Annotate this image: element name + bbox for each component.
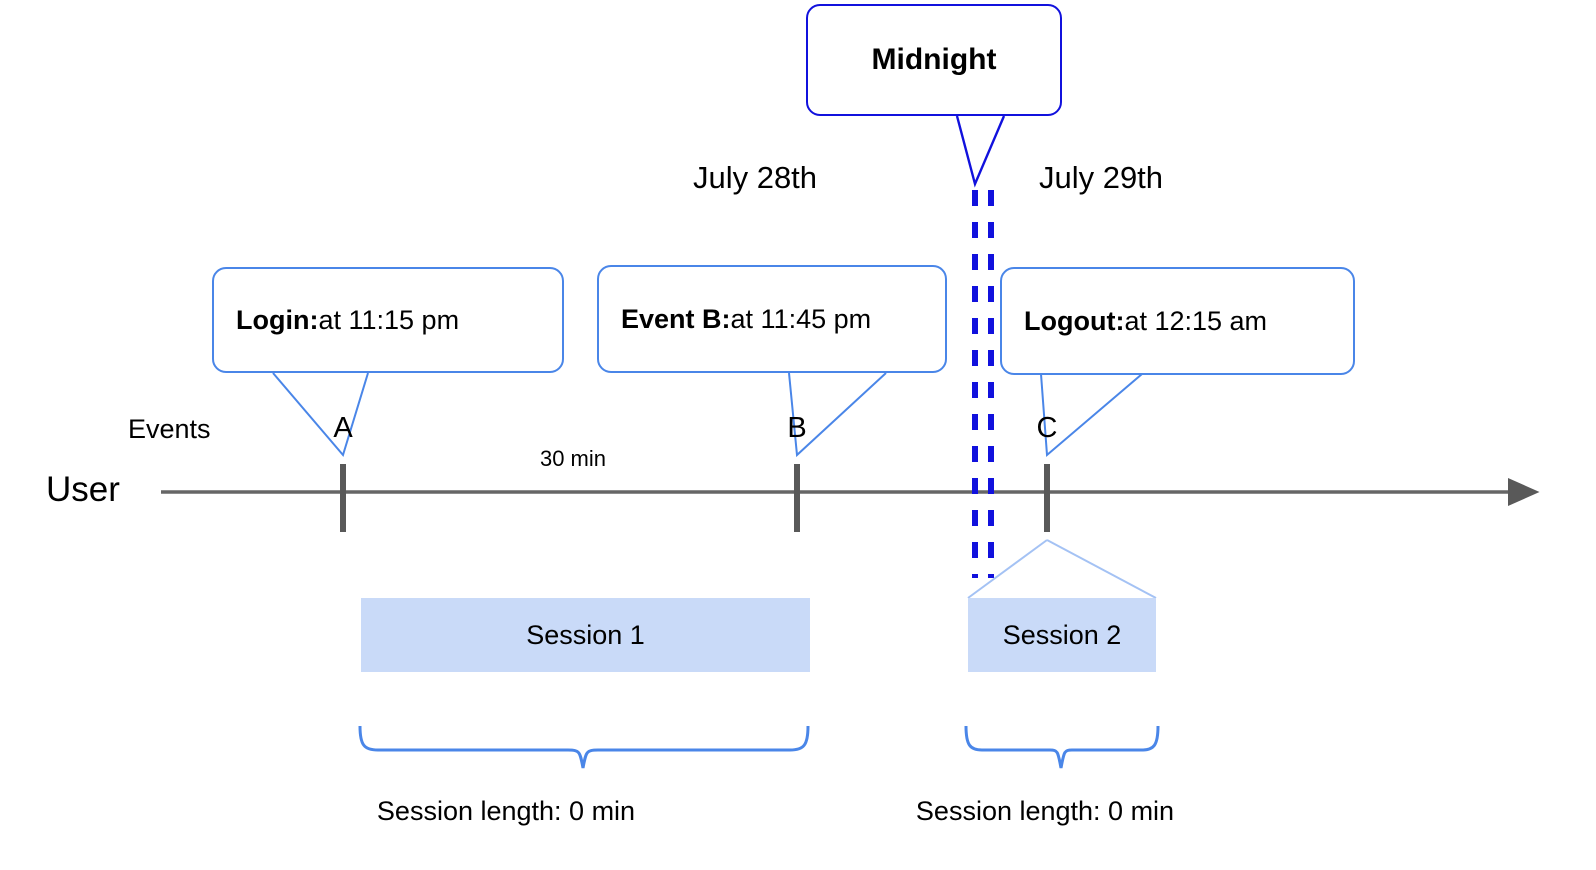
callout-login-time: at 11:15 pm	[318, 304, 460, 335]
callout-tail-logout	[1040, 373, 1143, 458]
callout-tail-eventb	[788, 372, 887, 458]
callout-login: Login: at 11:15 pm	[212, 267, 564, 373]
callout-midnight: Midnight	[806, 4, 1062, 116]
session-2-connector-left	[967, 539, 1048, 599]
callout-event-b-title: Event B:	[621, 303, 731, 334]
session-2-label: Session 2	[1002, 619, 1122, 650]
brace-session-1	[358, 725, 810, 769]
event-letter-c: C	[1036, 412, 1058, 444]
session-box-1: Session 1	[361, 598, 810, 672]
callout-tail-midnight	[955, 115, 1006, 188]
callout-event-b: Event B: at 11:45 pm	[597, 265, 947, 373]
callout-logout: Logout: at 12:15 am	[1000, 267, 1355, 375]
callout-tail-login	[272, 372, 369, 458]
event-letter-b: B	[787, 412, 807, 444]
session-box-2: Session 2	[968, 598, 1156, 672]
session-1-length-label: Session length: 0 min	[376, 796, 636, 826]
brace-session-2	[964, 725, 1160, 769]
callout-logout-time: at 12:15 am	[1124, 305, 1268, 336]
callout-midnight-label: Midnight	[871, 43, 997, 76]
callout-event-b-time: at 11:45 pm	[730, 303, 872, 334]
session-1-label: Session 1	[526, 619, 645, 650]
axis-events-label: Events	[128, 414, 211, 444]
callout-logout-title: Logout:	[1024, 305, 1125, 336]
event-letter-a: A	[333, 412, 353, 444]
date-label-july-29: July 29th	[1038, 160, 1164, 195]
session-2-length-label: Session length: 0 min	[915, 796, 1175, 826]
callout-login-title: Login:	[236, 304, 319, 335]
gap-duration-label: 30 min	[539, 446, 607, 471]
axis-row-label-user: User	[46, 470, 120, 509]
date-label-july-28: July 28th	[692, 160, 818, 195]
session-2-connector-right	[1046, 539, 1157, 599]
